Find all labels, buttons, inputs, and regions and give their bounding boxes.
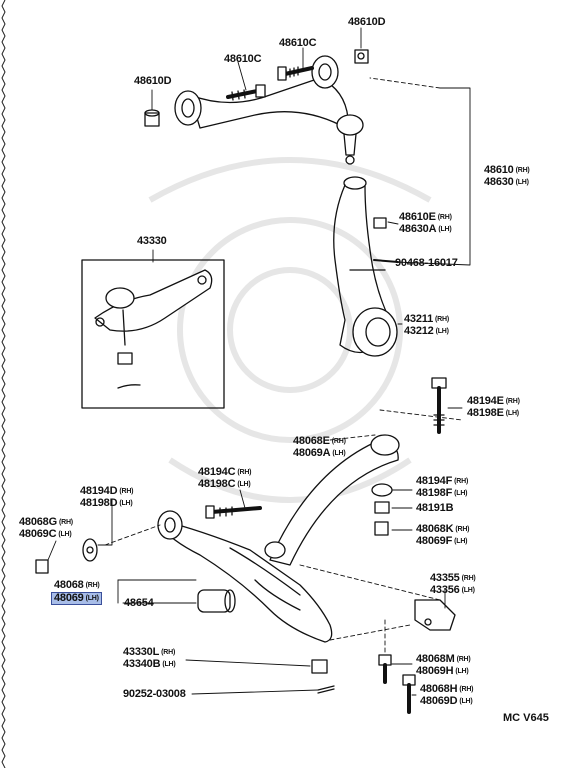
nut-48610D-top: [354, 49, 369, 64]
label-48610C-lower[interactable]: 48610C: [224, 53, 262, 65]
label-48194E[interactable]: 48194E(RH): [467, 395, 520, 407]
label-48198E[interactable]: 48198E(LH): [467, 407, 519, 419]
label-48630[interactable]: 48630(LH): [484, 176, 529, 188]
label-48068M[interactable]: 48068M(RH): [416, 653, 471, 665]
label-48068[interactable]: 48068(RH): [54, 579, 100, 591]
label-48068E[interactable]: 48068E(RH): [293, 435, 346, 447]
label-48191B[interactable]: 48191B: [416, 502, 454, 514]
label-43330L[interactable]: 43330L(RH): [123, 646, 176, 658]
label-48069C[interactable]: 48069C(LH): [19, 528, 72, 540]
label-48610D-top[interactable]: 48610D: [348, 16, 386, 28]
label-48069A[interactable]: 48069A(LH): [293, 447, 346, 459]
nut-43330L: [311, 659, 328, 674]
bolt-48194E: [431, 377, 447, 434]
bolt-48068M: [378, 654, 392, 684]
label-43340B[interactable]: 43340B(LH): [123, 658, 176, 670]
nut-48068K: [374, 521, 389, 536]
bushing-48654: [197, 589, 236, 613]
label-48610D-left[interactable]: 48610D: [134, 75, 172, 87]
nut-48610D-left: [144, 109, 160, 127]
strut-rod-48068E: [264, 434, 400, 566]
label-90468-16017[interactable]: 90468-16017: [395, 257, 458, 269]
upper-control-arm: [174, 55, 364, 165]
label-48069D[interactable]: 48069D(LH): [420, 695, 473, 707]
torn-edge: [1, 0, 6, 768]
bracket-43355: [414, 599, 456, 631]
label-43212[interactable]: 43212(LH): [404, 325, 449, 337]
label-48654[interactable]: 48654: [124, 597, 154, 609]
watermark-emblem: [148, 157, 432, 503]
diagram-reference-code: MC V645: [503, 712, 549, 724]
label-48069H[interactable]: 48069H(LH): [416, 665, 469, 677]
label-43330[interactable]: 43330: [137, 235, 167, 247]
steering-knuckle: [333, 176, 399, 357]
label-48194D[interactable]: 48194D(RH): [80, 485, 134, 497]
lower-control-arm: [157, 510, 333, 643]
label-48194F[interactable]: 48194F(RH): [416, 475, 469, 487]
label-43356[interactable]: 43356(LH): [430, 584, 475, 596]
ball-joint-43330: [94, 269, 213, 389]
label-48198F[interactable]: 48198F(LH): [416, 487, 468, 499]
label-48198C[interactable]: 48198C(LH): [198, 478, 251, 490]
upper-bolt-48610C: [277, 66, 314, 81]
upper-bolt-48610C-2: [226, 84, 266, 101]
label-48069-highlighted[interactable]: 48069(LH): [51, 592, 102, 605]
nut-48068G: [35, 559, 49, 574]
label-43211[interactable]: 43211(RH): [404, 313, 449, 325]
label-48198D[interactable]: 48198D(LH): [80, 497, 133, 509]
label-43355[interactable]: 43355(RH): [430, 572, 476, 584]
bolt-48068H: [402, 674, 416, 714]
washer-48194D: [82, 538, 98, 562]
label-90252-03008[interactable]: 90252-03008: [123, 688, 186, 700]
label-48069F[interactable]: 48069F(LH): [416, 535, 468, 547]
collar-48191B: [374, 501, 390, 514]
bolt-48194C: [205, 505, 262, 519]
label-48610[interactable]: 48610(RH): [484, 164, 530, 176]
label-48610C-upper[interactable]: 48610C: [279, 37, 317, 49]
cotter-pin: [317, 685, 335, 694]
label-48068H[interactable]: 48068H(RH): [420, 683, 474, 695]
washer-48194F: [371, 483, 393, 497]
label-48610E[interactable]: 48610E(RH): [399, 211, 452, 223]
label-48630A[interactable]: 48630A(LH): [399, 223, 452, 235]
label-48194C[interactable]: 48194C(RH): [198, 466, 252, 478]
label-48068G[interactable]: 48068G(RH): [19, 516, 73, 528]
label-48068K[interactable]: 48068K(RH): [416, 523, 470, 535]
